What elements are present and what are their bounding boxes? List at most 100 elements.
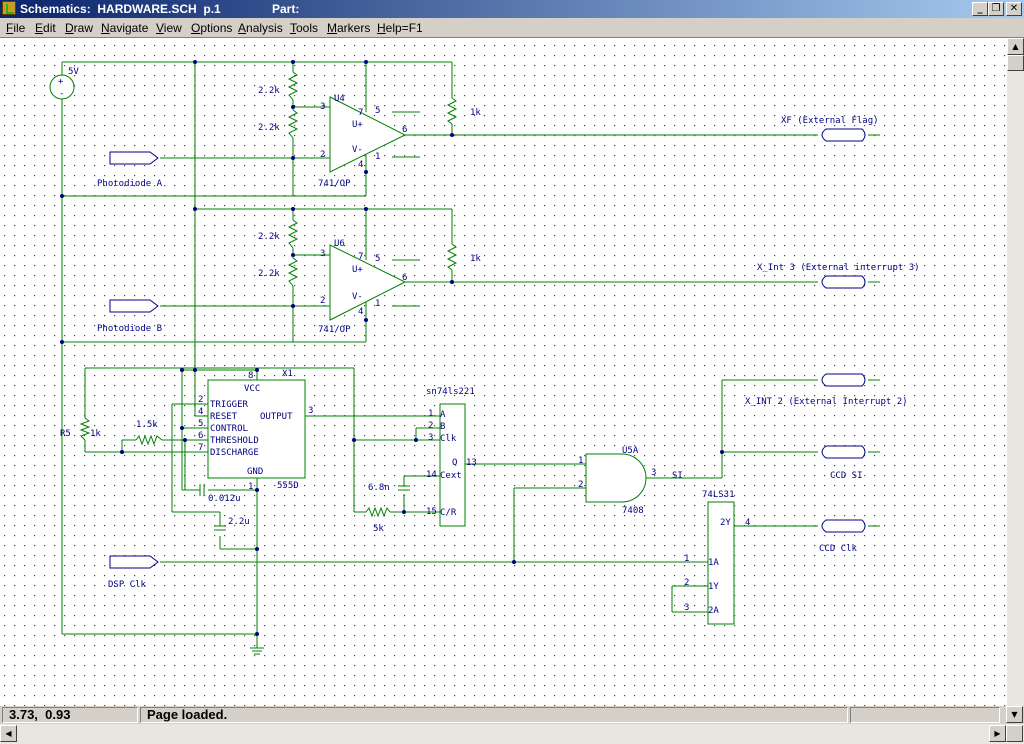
svg-text:1: 1	[375, 152, 380, 162]
menu-markers[interactable]: Markers	[327, 21, 371, 35]
svg-text:R5: R5	[60, 429, 71, 439]
svg-text:Cext: Cext	[440, 471, 462, 481]
menu-view-rest: iew	[163, 21, 182, 35]
opamp-u4[interactable]: U4 3 2 7 4 6 5 1 U+ V- 741/OP	[318, 94, 407, 189]
vertical-scroll-thumb[interactable]	[1007, 55, 1024, 71]
scroll-down-button[interactable]: ▼	[1006, 706, 1023, 723]
svg-text:14: 14	[426, 470, 437, 480]
status-extra-pane	[850, 707, 1000, 723]
horizontal-scrollbar[interactable]: ◀ ▶	[0, 724, 1024, 744]
schematic-canvas[interactable]: +- 5V 2.2k 2.2k 2.2k 2.2k 1k 1k R5 1k 1.…	[0, 38, 1007, 706]
svg-text:1: 1	[248, 482, 253, 492]
svg-text:7: 7	[358, 252, 363, 262]
status-bar: 3.73, 0.93 Page loaded. ▼	[0, 706, 1024, 724]
svg-text:1.5k: 1.5k	[136, 420, 158, 430]
menu-file[interactable]: File	[6, 21, 26, 35]
svg-text:7408: 7408	[622, 506, 644, 516]
svg-text:4: 4	[198, 407, 203, 417]
svg-text:3: 3	[320, 102, 325, 112]
svg-text:2A: 2A	[708, 606, 719, 616]
port-photodiode-a: Photodiode A	[97, 179, 163, 189]
svg-text:74LS31: 74LS31	[702, 490, 735, 500]
scroll-left-button[interactable]: ◀	[0, 725, 17, 742]
port-photodiode-b: Photodiode B	[97, 324, 162, 334]
port-shapes	[109, 128, 866, 569]
svg-text:U5A: U5A	[622, 446, 639, 456]
svg-text:DISCHARGE: DISCHARGE	[210, 448, 259, 458]
svg-text:B: B	[440, 422, 445, 432]
menu-edit[interactable]: Edit	[35, 21, 56, 35]
power-source[interactable]: +- 5V	[49, 67, 79, 100]
menu-help[interactable]: Help=F1	[377, 21, 423, 35]
svg-text:5: 5	[198, 419, 203, 429]
minimize-button[interactable]: _	[972, 2, 988, 16]
resistor-labels: 2.2k 2.2k 2.2k 2.2k 1k 1k R5 1k 1.5k 5k	[60, 86, 481, 534]
svg-text:0.012u: 0.012u	[208, 494, 241, 504]
menu-draw[interactable]: Draw	[65, 21, 94, 35]
menu-options-rest: ptions	[200, 21, 233, 35]
svg-text:741/OP: 741/OP	[318, 325, 351, 335]
close-button[interactable]: ✕	[1006, 2, 1022, 16]
port-ccd-si: CCD SI	[830, 471, 863, 481]
restore-button[interactable]: ❐	[988, 2, 1004, 16]
power-label: 5V	[68, 67, 79, 77]
svg-text:CONTROL: CONTROL	[210, 424, 248, 434]
svg-text:VCC: VCC	[244, 384, 260, 394]
menu-file-rest: ile	[13, 21, 26, 35]
svg-text:C/R: C/R	[440, 508, 457, 518]
svg-text:6: 6	[198, 431, 203, 441]
menu-bar: File Edit Draw Navigate View Options Ana…	[0, 18, 1024, 38]
menu-tools[interactable]: Tools	[290, 21, 319, 35]
junction-dots	[60, 60, 724, 636]
svg-text:2: 2	[428, 421, 433, 431]
monostable-74ls221[interactable]: sn74ls221 A B Clk Q Cext C/R 1 2 3 13 14…	[426, 387, 477, 527]
svg-text:U6: U6	[334, 239, 345, 249]
port-xint2: X_INT 2 (External Interrupt 2)	[745, 397, 908, 407]
menu-analysis[interactable]: Analysis	[238, 21, 283, 35]
svg-text:2: 2	[320, 296, 325, 306]
menu-navigate[interactable]: Navigate	[101, 21, 149, 35]
svg-text:6: 6	[402, 273, 407, 283]
svg-text:V-: V-	[352, 292, 363, 302]
and-gate-u5a[interactable]: U5A 1 2 3 SI 7408	[578, 446, 683, 516]
vertical-scrollbar[interactable]: ▲	[1007, 38, 1024, 706]
port-xf: XF (External Flag)	[781, 116, 879, 126]
svg-text:sn74ls221: sn74ls221	[426, 387, 475, 397]
app-icon[interactable]	[2, 1, 16, 15]
svg-text:3: 3	[320, 249, 325, 259]
menu-markers-rest: arkers	[337, 21, 371, 35]
scroll-up-button[interactable]: ▲	[1007, 38, 1024, 55]
svg-text:1k: 1k	[470, 108, 481, 118]
timer-555[interactable]: X1 VCC TRIGGER RESET OUTPUT CONTROL THRE…	[198, 369, 313, 492]
svg-text:2Y: 2Y	[720, 518, 731, 528]
opamp-u6[interactable]: U6 3 2 7 4 6 5 1 U+ V- 741/OP	[318, 239, 407, 335]
schematic-drawing[interactable]: +- 5V 2.2k 2.2k 2.2k 2.2k 1k 1k R5 1k 1.…	[0, 38, 1007, 706]
svg-text:2.2u: 2.2u	[228, 517, 250, 527]
title-bar: Schematics: HARDWARE.SCH p.1 Part: _ ❐ ✕	[0, 0, 1024, 18]
svg-text:GND: GND	[247, 467, 263, 477]
svg-text:555D: 555D	[277, 481, 299, 491]
window-title: Schematics: HARDWARE.SCH p.1	[20, 2, 221, 16]
svg-text:1: 1	[578, 456, 583, 466]
svg-text:Clk: Clk	[440, 434, 457, 444]
buffer-74ls31[interactable]: 74LS31 2Y 1A 1Y 2A 1 2 3 4	[684, 490, 750, 625]
svg-text:5: 5	[375, 106, 380, 116]
svg-text:-: -	[59, 89, 64, 99]
svg-text:13: 13	[466, 458, 477, 468]
svg-text:1k: 1k	[90, 429, 101, 439]
svg-text:5: 5	[375, 254, 380, 264]
menu-analysis-rest: nalysis	[246, 21, 283, 35]
menu-options[interactable]: Options	[191, 21, 233, 35]
svg-text:1: 1	[684, 554, 689, 564]
menu-view[interactable]: View	[156, 21, 182, 35]
scroll-right-button[interactable]: ▶	[989, 725, 1006, 742]
svg-text:2: 2	[578, 480, 583, 490]
menu-navigate-rest: avigate	[109, 21, 149, 35]
svg-text:A: A	[440, 410, 446, 420]
svg-text:U+: U+	[352, 120, 363, 130]
svg-text:4: 4	[745, 518, 750, 528]
svg-text:7: 7	[358, 108, 363, 118]
svg-text:6.8n: 6.8n	[368, 483, 390, 493]
port-dsp-clk: DSP Clk	[108, 580, 147, 590]
menu-tools-rest: ools	[296, 21, 319, 35]
